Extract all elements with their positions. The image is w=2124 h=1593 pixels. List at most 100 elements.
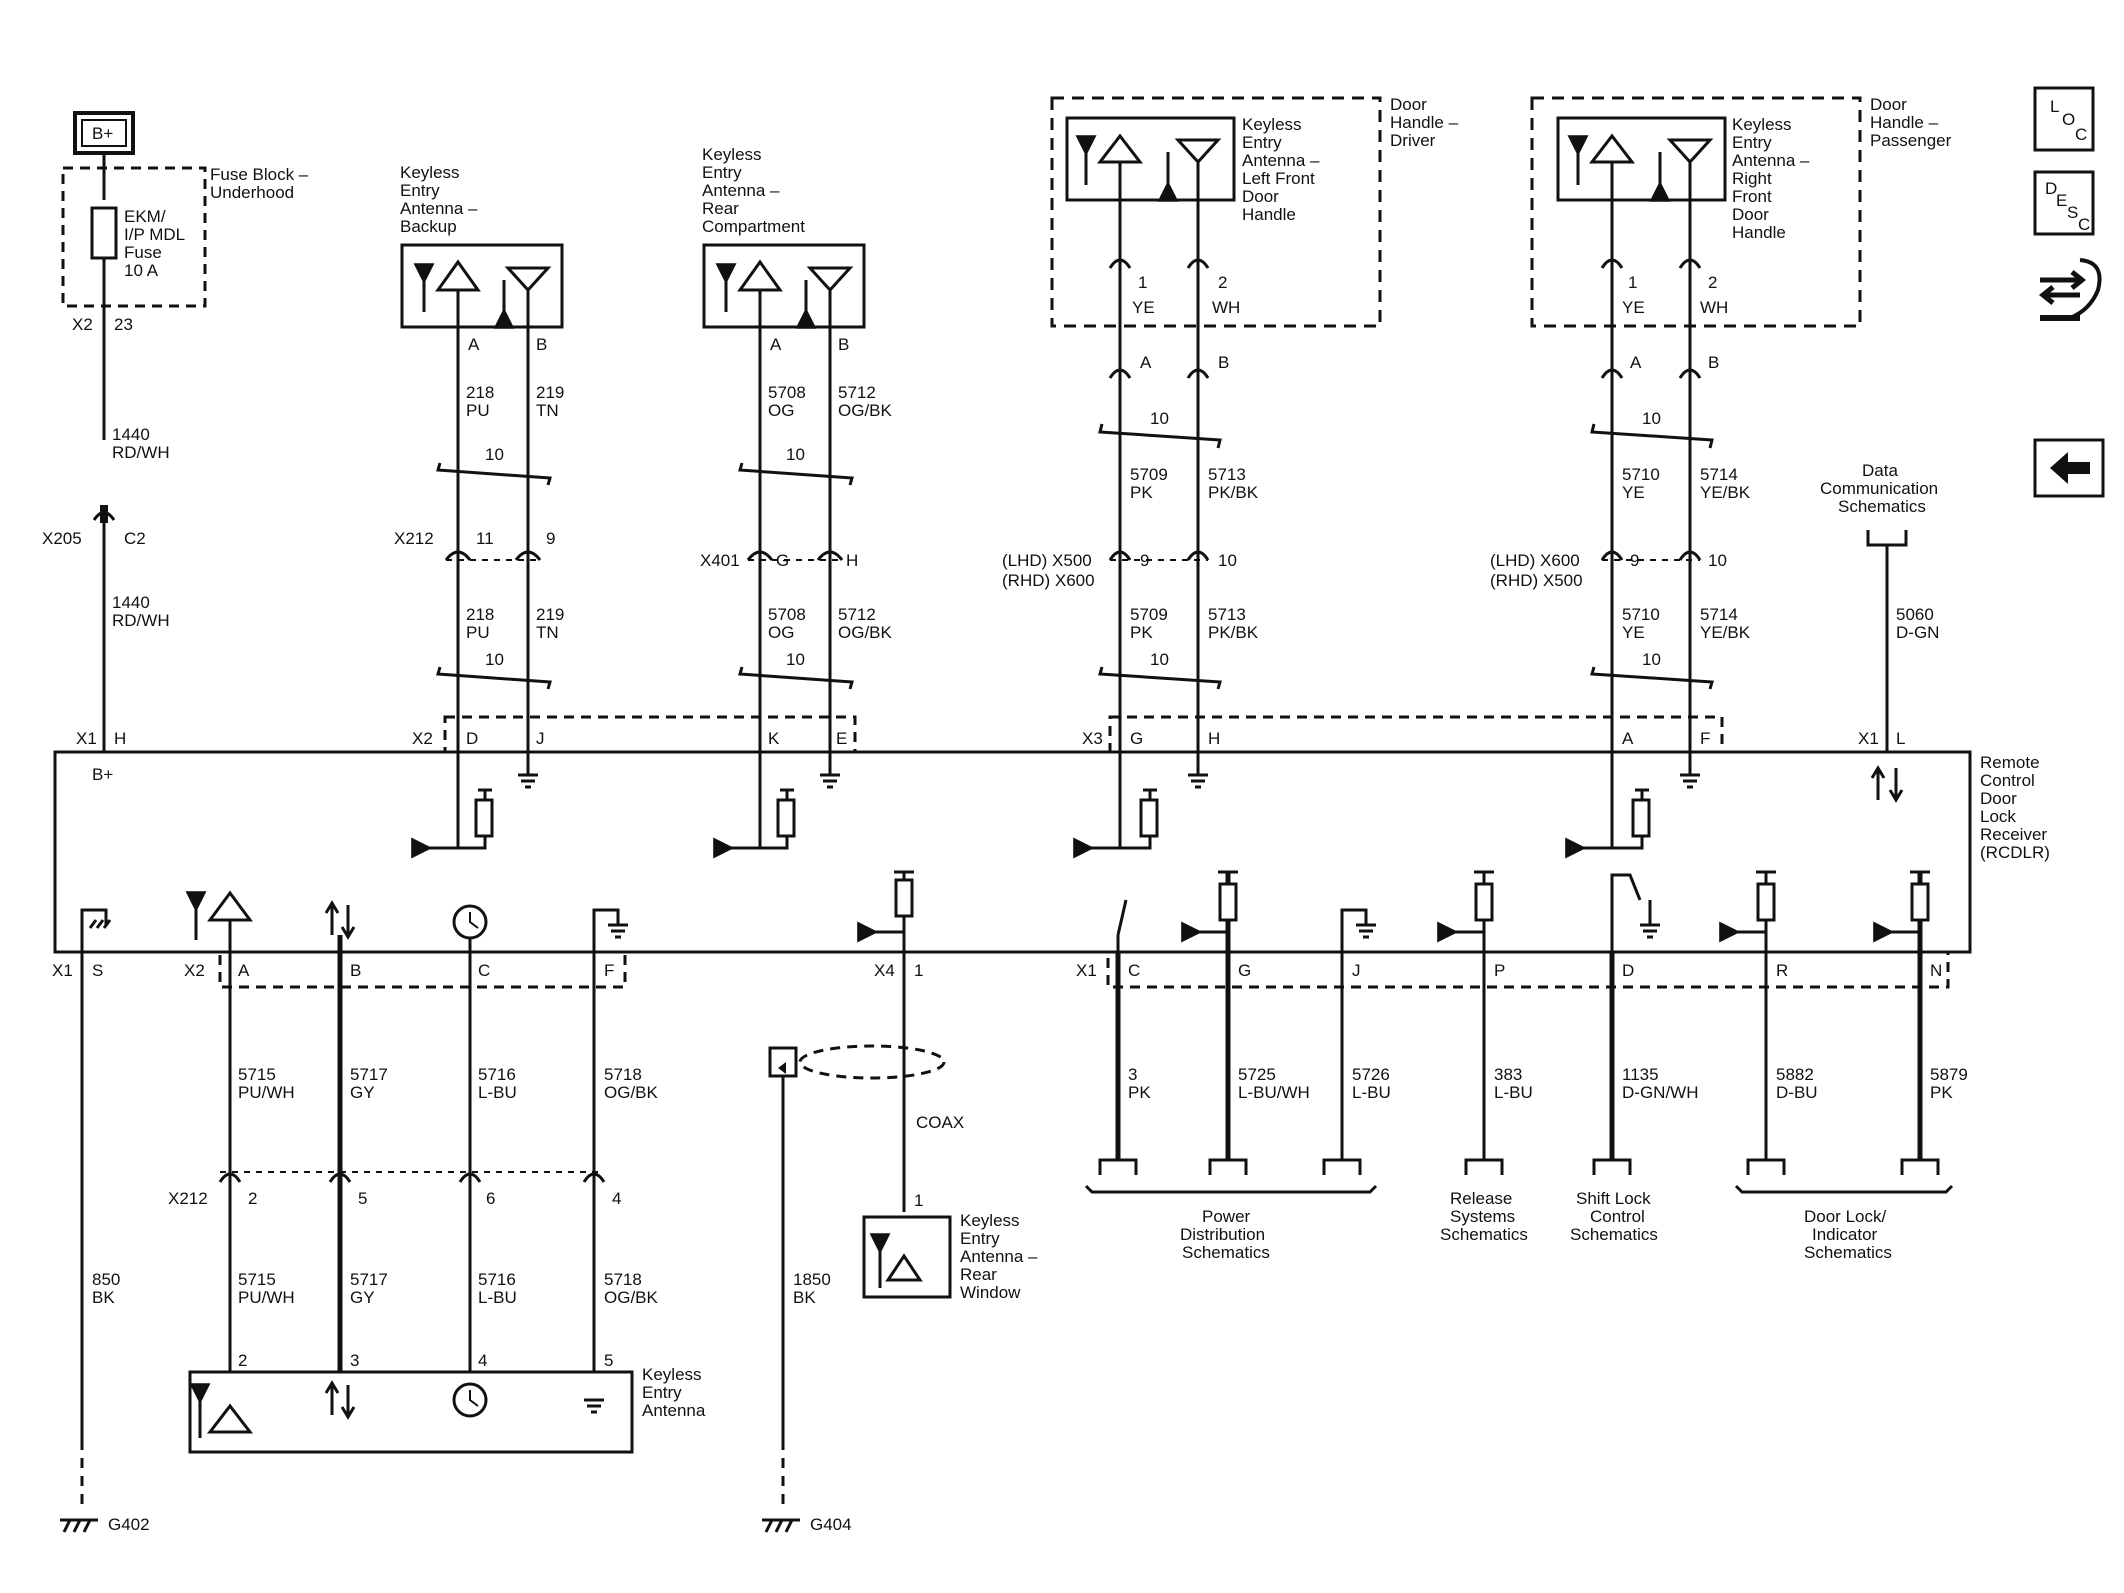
- svg-text:B+: B+: [92, 765, 113, 784]
- svg-text:6: 6: [486, 1189, 495, 1208]
- resistor-icon: [1139, 798, 1159, 838]
- svg-text:5712: 5712: [838, 605, 876, 624]
- fuse-icon: [90, 206, 118, 260]
- svg-text:Control: Control: [1980, 771, 2035, 790]
- svg-text:Door: Door: [1980, 789, 2017, 808]
- svg-text:K: K: [768, 729, 780, 748]
- svg-text:Left Front: Left Front: [1242, 169, 1315, 188]
- svg-text:O: O: [2062, 110, 2075, 129]
- svg-text:(RCDLR): (RCDLR): [1980, 843, 2050, 862]
- svg-text:RD/WH: RD/WH: [112, 611, 170, 630]
- svg-text:YE/BK: YE/BK: [1700, 483, 1751, 502]
- svg-text:Keyless: Keyless: [1732, 115, 1792, 134]
- ground-icon: [1340, 908, 1376, 952]
- svg-text:5726: 5726: [1352, 1065, 1390, 1084]
- svg-text:2: 2: [1708, 273, 1717, 292]
- svg-text:N: N: [1930, 961, 1942, 980]
- svg-text:L-BU: L-BU: [1352, 1083, 1391, 1102]
- svg-text:10: 10: [786, 445, 805, 464]
- svg-text:S: S: [2067, 203, 2078, 222]
- back-button[interactable]: [2033, 438, 2105, 498]
- svg-text:OG: OG: [768, 401, 794, 420]
- svg-text:PU: PU: [466, 623, 490, 642]
- svg-text:Keyless: Keyless: [960, 1211, 1020, 1230]
- svg-text:OG/BK: OG/BK: [604, 1288, 659, 1307]
- svg-text:Rear: Rear: [960, 1265, 997, 1284]
- svg-text:5716: 5716: [478, 1065, 516, 1084]
- resistor-icon: [1756, 882, 1776, 922]
- svg-text:D: D: [466, 729, 478, 748]
- svg-text:2: 2: [238, 1351, 247, 1370]
- connector-tool-icon[interactable]: [2038, 258, 2102, 321]
- svg-text:5718: 5718: [604, 1065, 642, 1084]
- svg-text:A: A: [1630, 353, 1642, 372]
- svg-text:GY: GY: [350, 1288, 375, 1307]
- svg-text:5725: 5725: [1238, 1065, 1276, 1084]
- ground-icon: [1680, 773, 1700, 789]
- bidirectional-arrow-icon: [324, 900, 356, 940]
- svg-text:5710: 5710: [1622, 465, 1660, 484]
- svg-text:R: R: [1776, 961, 1788, 980]
- ground-icon: [820, 773, 840, 789]
- svg-text:5: 5: [604, 1351, 613, 1370]
- svg-text:5708: 5708: [768, 383, 806, 402]
- svg-text:1440: 1440: [112, 425, 150, 444]
- svg-text:X2: X2: [72, 315, 93, 334]
- switch-icon: [1116, 899, 1128, 952]
- svg-text:10: 10: [1642, 650, 1661, 669]
- svg-text:X1: X1: [76, 729, 97, 748]
- svg-text:YE: YE: [1132, 298, 1155, 317]
- receive-antenna-icon: [1174, 138, 1222, 165]
- svg-text:(RHD) X500: (RHD) X500: [1490, 571, 1583, 590]
- svg-text:Rear: Rear: [702, 199, 739, 218]
- svg-text:A: A: [1140, 353, 1152, 372]
- svg-text:Distribution: Distribution: [1180, 1225, 1265, 1244]
- svg-text:Keyless: Keyless: [702, 145, 762, 164]
- svg-text:X212: X212: [394, 529, 434, 548]
- svg-text:Front: Front: [1732, 187, 1772, 206]
- svg-text:(RHD) X600: (RHD) X600: [1002, 571, 1095, 590]
- battery-block: B+: [73, 111, 135, 155]
- svg-text:B: B: [838, 335, 849, 354]
- back-arrow-icon: [2050, 452, 2090, 484]
- svg-text:C2: C2: [124, 529, 146, 548]
- svg-text:Schematics: Schematics: [1440, 1225, 1528, 1244]
- svg-text:S: S: [92, 961, 103, 980]
- svg-text:YE: YE: [1622, 483, 1645, 502]
- svg-text:PK: PK: [1128, 1083, 1151, 1102]
- svg-text:D: D: [1622, 961, 1634, 980]
- svg-text:Handle –: Handle –: [1390, 113, 1459, 132]
- ground-g402-icon: [60, 1518, 98, 1533]
- svg-text:Indicator: Indicator: [1812, 1225, 1878, 1244]
- ground-icon: [584, 1398, 604, 1414]
- svg-text:Control: Control: [1590, 1207, 1645, 1226]
- svg-text:Entry: Entry: [642, 1383, 682, 1402]
- resistor-icon: [1218, 882, 1238, 922]
- svg-text:10: 10: [485, 650, 504, 669]
- svg-text:GY: GY: [350, 1083, 375, 1102]
- svg-text:J: J: [1352, 961, 1361, 980]
- x3-connector-outline: [1108, 715, 1724, 754]
- svg-text:F: F: [1700, 729, 1710, 748]
- loc-button[interactable]: L O C: [2033, 86, 2095, 152]
- svg-text:G402: G402: [108, 1515, 150, 1534]
- svg-text:2: 2: [248, 1189, 257, 1208]
- antenna-backup: Keyless Entry Antenna – Backup A B 218 P…: [394, 163, 564, 859]
- svg-text:E: E: [2056, 191, 2067, 210]
- desc-button[interactable]: D E S C: [2033, 170, 2095, 236]
- svg-text:Entry: Entry: [960, 1229, 1000, 1248]
- transmit-antenna-icon: [737, 259, 783, 292]
- svg-text:Keyless: Keyless: [1242, 115, 1302, 134]
- ground-g404-icon: [762, 1518, 800, 1533]
- svg-text:H: H: [1208, 729, 1220, 748]
- battery-label: B+: [92, 124, 113, 143]
- svg-text:10: 10: [1150, 650, 1169, 669]
- svg-text:10: 10: [786, 650, 805, 669]
- svg-text:Systems: Systems: [1450, 1207, 1515, 1226]
- transmit-antenna-icon: [1588, 133, 1636, 164]
- svg-text:Antenna –: Antenna –: [1242, 151, 1320, 170]
- svg-text:1: 1: [914, 1191, 923, 1210]
- svg-text:OG/BK: OG/BK: [604, 1083, 659, 1102]
- clock-icon: [452, 1382, 488, 1418]
- antenna-rear-compartment: Keyless Entry Antenna – Rear Compartment…: [700, 145, 893, 859]
